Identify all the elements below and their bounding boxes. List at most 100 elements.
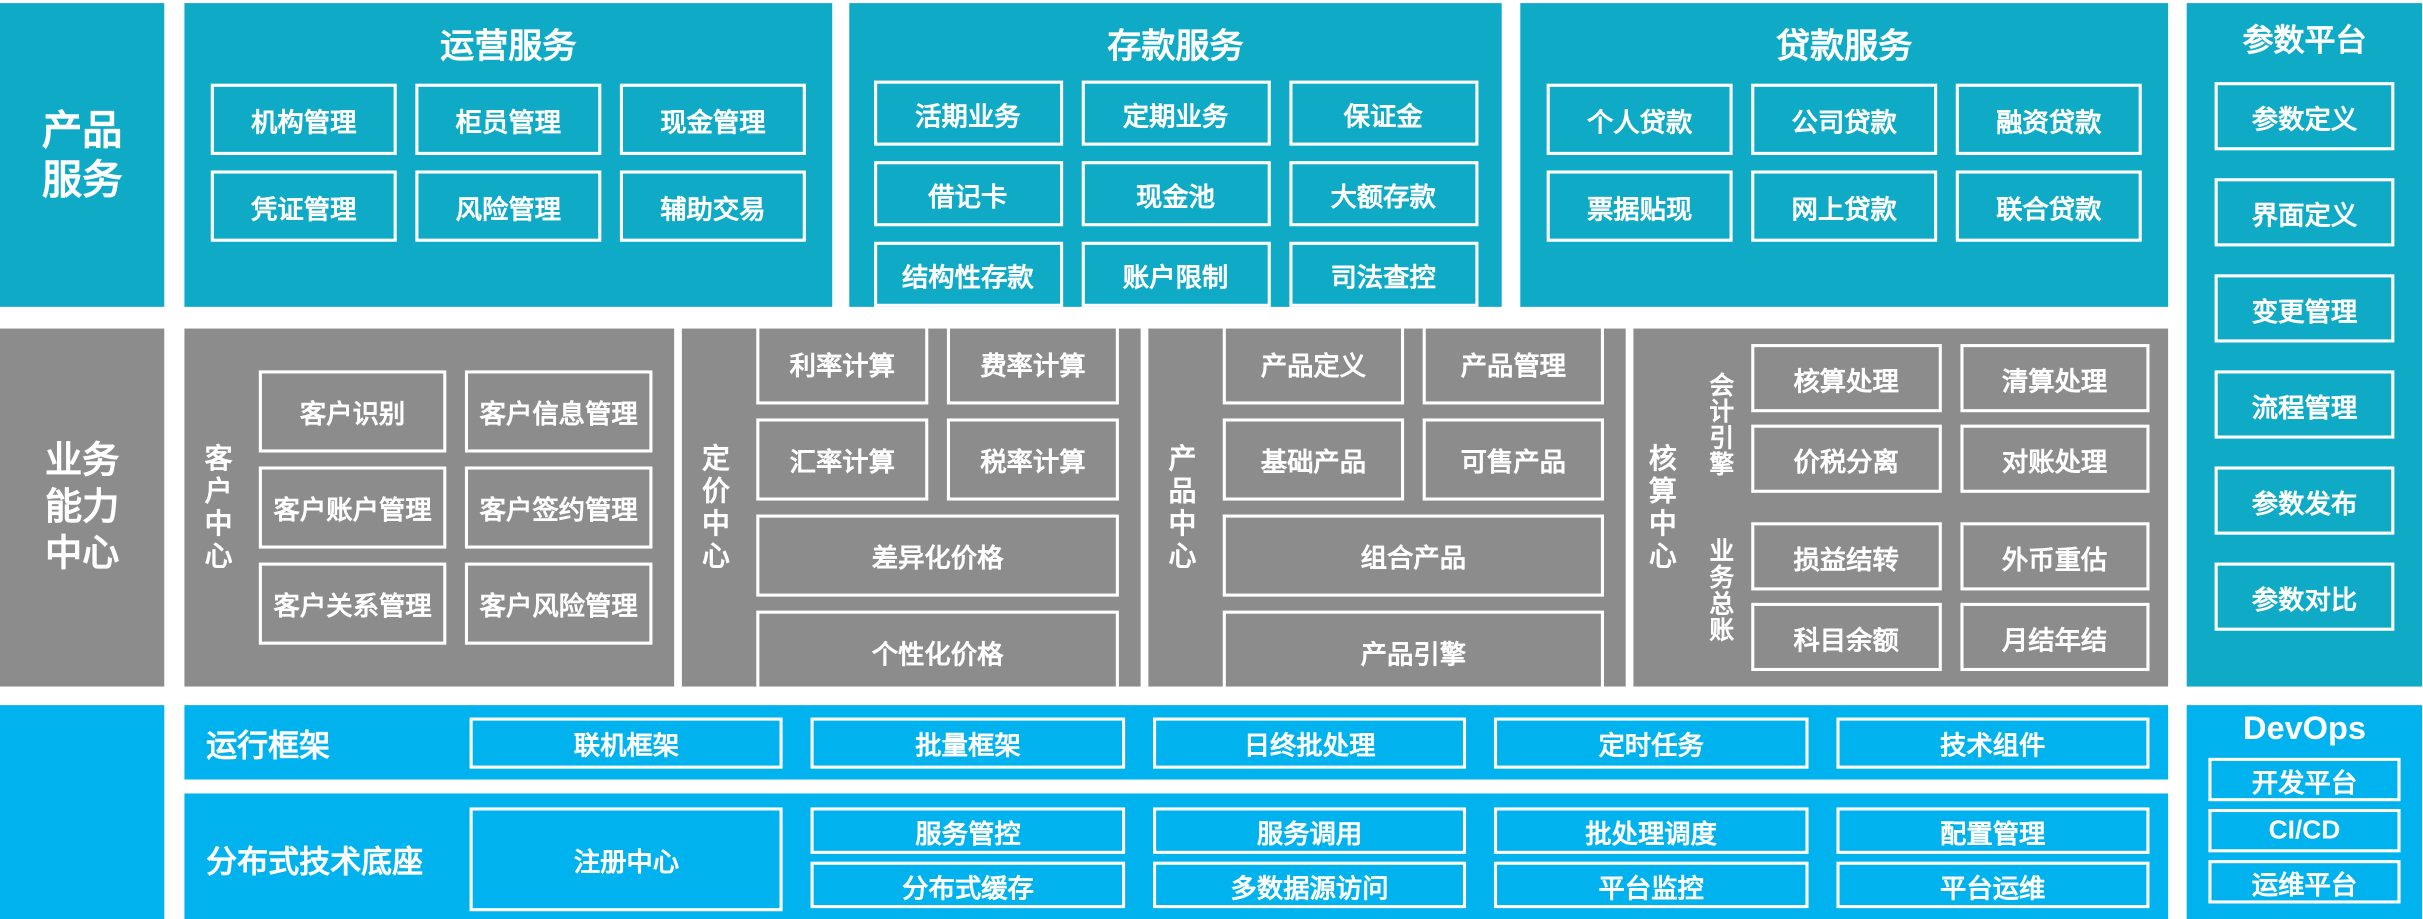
center-tile[interactable]: 外币重估 <box>1959 522 2150 591</box>
center-sublabel-accounting-engine: 会计引擎 <box>1704 371 1732 477</box>
center-tile[interactable]: 客户签约管理 <box>464 466 653 549</box>
service-tile[interactable]: 网上贷款 <box>1751 170 1938 242</box>
center-tile[interactable]: 产品管理 <box>1422 322 1604 405</box>
service-tile[interactable]: 活期业务 <box>873 80 1063 146</box>
devops-column: DevOps 开发平台 CI/CD 运维平台 <box>2186 705 2423 919</box>
center-tile[interactable]: 科目余额 <box>1751 602 1942 672</box>
tech-tile[interactable]: 平台监控 <box>1494 861 1808 909</box>
tech-tile[interactable]: 服务调用 <box>1152 807 1467 854</box>
center-pricing: 定价中心 利率计算 费率计算 汇率计算 税率计算 差异化价格 个性化价格 <box>681 322 1141 693</box>
service-tile[interactable]: 辅助交易 <box>619 170 806 242</box>
service-tile[interactable]: 机构管理 <box>210 83 397 155</box>
parameter-tile[interactable]: 界面定义 <box>2214 178 2395 247</box>
center-tile[interactable]: 利率计算 <box>756 322 929 405</box>
center-customer: 客户中心 客户识别 客户信息管理 客户账户管理 客户签约管理 客户关系管理 客户… <box>184 328 675 687</box>
center-tile[interactable]: 费率计算 <box>946 322 1119 405</box>
center-tile[interactable]: 客户风险管理 <box>464 562 653 645</box>
layer-label-product-services: 产品 服务 <box>0 3 165 307</box>
service-tile[interactable]: 票据贴现 <box>1546 170 1733 242</box>
service-tile[interactable]: 凭证管理 <box>210 170 397 242</box>
group-title: 运营服务 <box>440 26 577 66</box>
center-tile[interactable]: 产品引擎 <box>1222 610 1604 693</box>
service-tile[interactable]: 保证金 <box>1288 80 1478 146</box>
service-tile[interactable]: 大额存款 <box>1288 161 1478 227</box>
service-tile[interactable]: 结构性存款 <box>873 241 1063 307</box>
tech-tile[interactable]: 批量框架 <box>811 716 1125 768</box>
center-tile[interactable]: 差异化价格 <box>756 514 1119 597</box>
parameter-tile[interactable]: 参数定义 <box>2214 82 2395 151</box>
center-accounting: 核算中心 会计引擎 业务总账 核算处理 清算处理 价税分离 对账处理 损益结转 … <box>1633 328 2169 687</box>
group-operation-services: 运营服务 机构管理 柜员管理 现金管理 凭证管理 风险管理 辅助交易 <box>184 3 833 307</box>
center-tile[interactable]: 个性化价格 <box>756 610 1119 693</box>
parameter-tile[interactable]: 参数发布 <box>2214 466 2395 535</box>
tech-tile[interactable]: 注册中心 <box>469 807 784 912</box>
center-tile[interactable]: 组合产品 <box>1222 514 1604 597</box>
center-name: 核算中心 <box>1645 442 1677 573</box>
group-title: 存款服务 <box>1107 26 1244 66</box>
layer-label-business-capability: 业务 能力 中心 <box>0 328 165 687</box>
center-tile[interactable]: 客户信息管理 <box>464 370 653 453</box>
tech-tile[interactable]: 批处理调度 <box>1494 807 1808 854</box>
center-tile[interactable]: 对账处理 <box>1959 424 2150 493</box>
parameter-tile[interactable]: 流程管理 <box>2214 370 2395 439</box>
service-tile[interactable]: 联合贷款 <box>1955 170 2142 242</box>
layer-label-line: 中心 <box>44 532 120 575</box>
service-tile[interactable]: 公司贷款 <box>1751 83 1938 155</box>
service-tile[interactable]: 风险管理 <box>415 170 602 242</box>
service-tile[interactable]: 个人贷款 <box>1546 83 1733 155</box>
tech-tile[interactable]: 配置管理 <box>1835 807 2150 854</box>
center-tile[interactable]: 可售产品 <box>1422 418 1604 501</box>
tech-tile[interactable]: 平台运维 <box>1835 861 2150 909</box>
tech-tile[interactable]: 联机框架 <box>469 716 784 768</box>
group-loan-services: 贷款服务 个人贷款 公司贷款 融资贷款 票据贴现 网上贷款 联合贷款 <box>1520 3 2169 307</box>
center-name: 定价中心 <box>698 442 730 573</box>
tech-tile[interactable]: 技术组件 <box>1835 716 2150 768</box>
center-tile[interactable]: 客户识别 <box>258 370 447 453</box>
parameter-platform-title: 参数平台 <box>2242 24 2367 59</box>
layer-label-line: 业务 <box>44 439 120 482</box>
center-name: 客户中心 <box>201 442 233 573</box>
center-product: 产品中心 产品定义 产品管理 基础产品 可售产品 组合产品 产品引擎 <box>1148 322 1626 693</box>
center-tile[interactable]: 核算处理 <box>1751 344 1942 413</box>
layer-label-line: 产品 <box>41 106 123 153</box>
tech-tile[interactable]: 分布式缓存 <box>811 861 1125 909</box>
group-deposit-services: 存款服务 活期业务 定期业务 保证金 借记卡 现金池 大额存款 结构性存款 账户… <box>849 3 1502 307</box>
devops-tile[interactable]: 运维平台 <box>2208 860 2401 904</box>
spacer <box>1751 505 2149 510</box>
center-tile[interactable]: 价税分离 <box>1751 424 1942 493</box>
center-tile[interactable]: 基础产品 <box>1222 418 1405 501</box>
tech-tile[interactable]: 定时任务 <box>1494 716 1808 768</box>
center-sublabel-general-ledger: 业务总账 <box>1704 538 1732 644</box>
band-label: 运行框架 <box>206 729 331 764</box>
service-tile[interactable]: 融资贷款 <box>1955 83 2142 155</box>
center-tile[interactable]: 清算处理 <box>1959 344 2150 413</box>
parameter-tile[interactable]: 参数对比 <box>2214 562 2395 631</box>
devops-tile[interactable]: 开发平台 <box>2208 757 2401 802</box>
service-tile[interactable]: 定期业务 <box>1080 80 1271 146</box>
service-tile[interactable]: 柜员管理 <box>415 83 602 155</box>
center-tile[interactable]: 损益结转 <box>1751 522 1942 591</box>
service-tile[interactable]: 借记卡 <box>873 161 1063 227</box>
layer-label-line: 能力 <box>44 485 120 528</box>
center-tile[interactable]: 月结年结 <box>1959 602 2150 672</box>
service-tile[interactable]: 现金管理 <box>619 83 806 155</box>
layer-label-technical-platform: 技术 平台 <box>0 705 165 919</box>
tech-tile[interactable]: 服务管控 <box>811 807 1125 854</box>
center-tile[interactable]: 汇率计算 <box>756 418 929 501</box>
layer-label-line: 服务 <box>41 156 123 204</box>
parameter-tile[interactable]: 变更管理 <box>2214 274 2395 343</box>
service-tile[interactable]: 现金池 <box>1080 161 1271 227</box>
service-tile[interactable]: 司法查控 <box>1288 241 1478 307</box>
band-label: 分布式技术底座 <box>206 846 424 881</box>
devops-title: DevOps <box>2242 711 2366 747</box>
center-tile[interactable]: 产品定义 <box>1222 322 1405 405</box>
center-tile[interactable]: 客户关系管理 <box>258 562 447 645</box>
devops-tile[interactable]: CI/CD <box>2208 808 2401 853</box>
tech-tile[interactable]: 多数据源访问 <box>1152 861 1467 909</box>
tech-tile[interactable]: 日终批处理 <box>1152 716 1467 768</box>
parameter-platform-column: 参数平台 参数定义 界面定义 变更管理 流程管理 参数发布 参数对比 <box>2186 3 2423 687</box>
center-tile[interactable]: 客户账户管理 <box>258 466 447 549</box>
band-runtime-framework: 运行框架 联机框架 批量框架 日终批处理 定时任务 技术组件 <box>184 705 2169 780</box>
service-tile[interactable]: 账户限制 <box>1080 241 1271 307</box>
center-tile[interactable]: 税率计算 <box>946 418 1119 501</box>
